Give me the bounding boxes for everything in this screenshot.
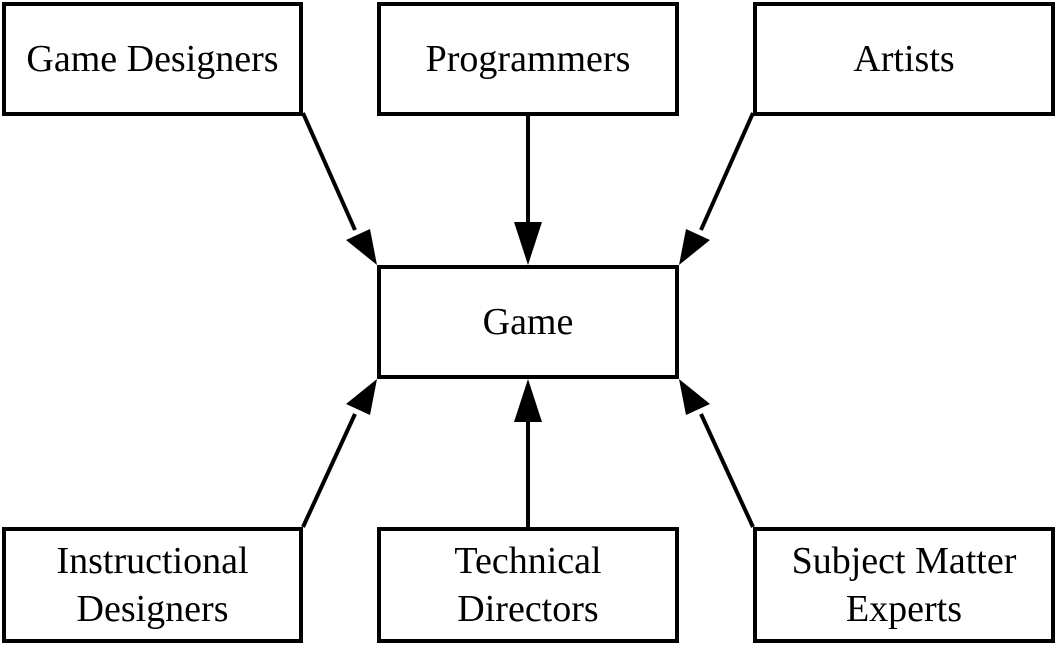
arrowhead [679, 379, 710, 415]
arrowhead [514, 379, 542, 422]
node-artists: Artists [753, 2, 1055, 116]
node-instructional-designers: Instructional Designers [2, 527, 303, 643]
edge-technical-directors-to-game [514, 379, 542, 527]
arrowhead [346, 229, 377, 265]
node-game-designers: Game Designers [2, 2, 303, 116]
edge-subject-matter-experts-to-game [679, 379, 755, 528]
arrowhead [679, 229, 710, 265]
node-programmers: Programmers [377, 2, 679, 116]
edge-game-designers-to-game [301, 112, 377, 265]
edge-instructional-designers-to-game [301, 379, 377, 528]
node-game: Game [377, 265, 679, 379]
arrowhead [346, 379, 377, 415]
edge-artists-to-game [679, 112, 755, 265]
node-subject-matter-experts: Subject Matter Experts [753, 527, 1055, 643]
edge-programmers-to-game [514, 116, 542, 265]
node-technical-directors: Technical Directors [377, 527, 679, 643]
arrowhead [514, 222, 542, 265]
